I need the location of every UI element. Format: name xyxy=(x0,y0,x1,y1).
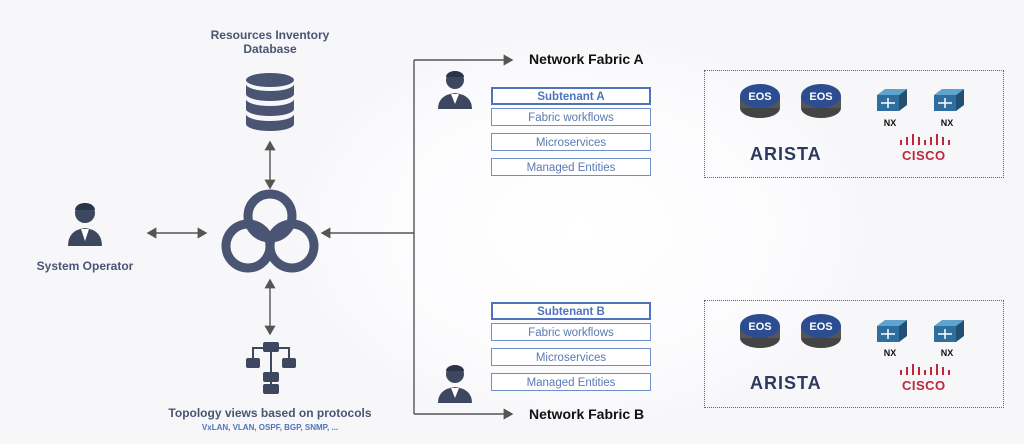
nx-label: NX xyxy=(883,118,897,128)
tenant-a-user-icon xyxy=(438,71,472,109)
eos-switch-icon: EOS xyxy=(801,84,841,118)
cisco-logo: CISCO xyxy=(902,378,946,393)
fabric-a-managed-entities[interactable]: Managed Entities xyxy=(491,158,651,176)
tenant-b-user-icon xyxy=(438,365,472,403)
topology-protocols: VxLAN, VLAN, OSPF, BGP, SNMP, ... xyxy=(201,423,339,432)
operator-label: System Operator xyxy=(36,259,134,273)
resources-db-label: Resources Inventory Database xyxy=(210,28,330,56)
subtenant-b-box[interactable]: Subtenant B xyxy=(491,302,651,320)
eos-switch-icon: EOS xyxy=(740,84,780,118)
fabric-a-microservices[interactable]: Microservices xyxy=(491,133,651,151)
eos-label: EOS xyxy=(748,321,771,333)
nx-label: NX xyxy=(940,118,954,128)
eos-label: EOS xyxy=(809,321,832,333)
fabric-b-microservices[interactable]: Microservices xyxy=(491,348,651,366)
cisco-bars-icon xyxy=(900,364,950,375)
topology-tree-icon xyxy=(246,342,296,394)
arista-logo: ARISTA xyxy=(750,373,822,393)
operator-icon xyxy=(68,203,102,246)
eos-switch-icon: EOS xyxy=(740,314,780,348)
nx-label: NX xyxy=(883,348,897,358)
nx-switch-icon xyxy=(934,89,964,111)
subtenant-a-box[interactable]: Subtenant A xyxy=(491,87,651,105)
vendor-box-b xyxy=(704,300,1004,408)
arista-logo: ARISTA xyxy=(750,144,822,164)
fabric-b-workflows[interactable]: Fabric workflows xyxy=(491,323,651,341)
fabric-a-title: Network Fabric A xyxy=(529,51,644,67)
fabric-b-title: Network Fabric B xyxy=(529,406,645,422)
fabric-b-managed-entities[interactable]: Managed Entities xyxy=(491,373,651,391)
nx-switch-icon xyxy=(877,89,907,111)
eos-label: EOS xyxy=(809,91,832,103)
fabric-a-workflows[interactable]: Fabric workflows xyxy=(491,108,651,126)
topology-label: Topology views based on protocols xyxy=(168,406,372,420)
nx-switch-icon xyxy=(934,320,964,342)
eos-switch-icon: EOS xyxy=(801,314,841,348)
database-icon xyxy=(246,73,294,131)
eos-label: EOS xyxy=(748,91,771,103)
cisco-logo: CISCO xyxy=(902,148,946,163)
cisco-bars-icon xyxy=(900,134,950,145)
platform-logo-icon xyxy=(221,189,319,273)
vendor-box-a xyxy=(704,70,1004,178)
nx-switch-icon xyxy=(877,320,907,342)
nx-label: NX xyxy=(940,348,954,358)
